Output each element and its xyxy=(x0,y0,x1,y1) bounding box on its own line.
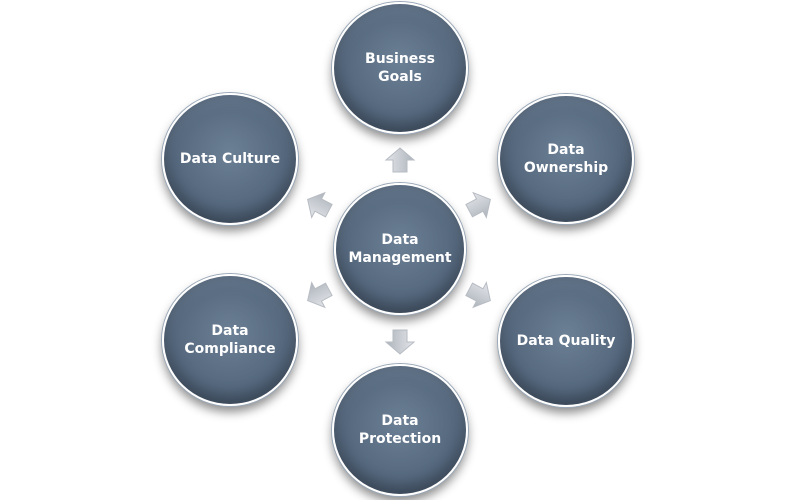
arrow-to-data-ownership xyxy=(465,191,491,219)
arrow-to-business-goals xyxy=(384,147,416,173)
arrow-to-data-protection xyxy=(384,329,416,355)
center-node-label: Data Management xyxy=(348,232,452,266)
arrow-to-data-culture xyxy=(307,191,333,219)
node-data-ownership: Data Ownership xyxy=(498,94,634,224)
node-label: Data Protection xyxy=(358,413,442,447)
node-data-quality: Data Quality xyxy=(498,275,634,407)
node-label: Data Compliance xyxy=(184,323,276,357)
center-node-data-management: Data Management xyxy=(334,183,466,315)
node-label: Business Goals xyxy=(365,51,435,85)
node-label: Data Ownership xyxy=(523,142,609,176)
node-data-culture: Data Culture xyxy=(162,93,298,225)
node-business-goals: Business Goals xyxy=(332,2,468,134)
node-data-protection: Data Protection xyxy=(332,364,468,496)
arrow-to-data-compliance xyxy=(307,281,333,309)
arrow-to-data-quality xyxy=(465,281,491,309)
node-data-compliance: Data Compliance xyxy=(162,274,298,406)
node-label: Data Culture xyxy=(179,151,281,167)
node-label: Data Quality xyxy=(516,333,616,349)
